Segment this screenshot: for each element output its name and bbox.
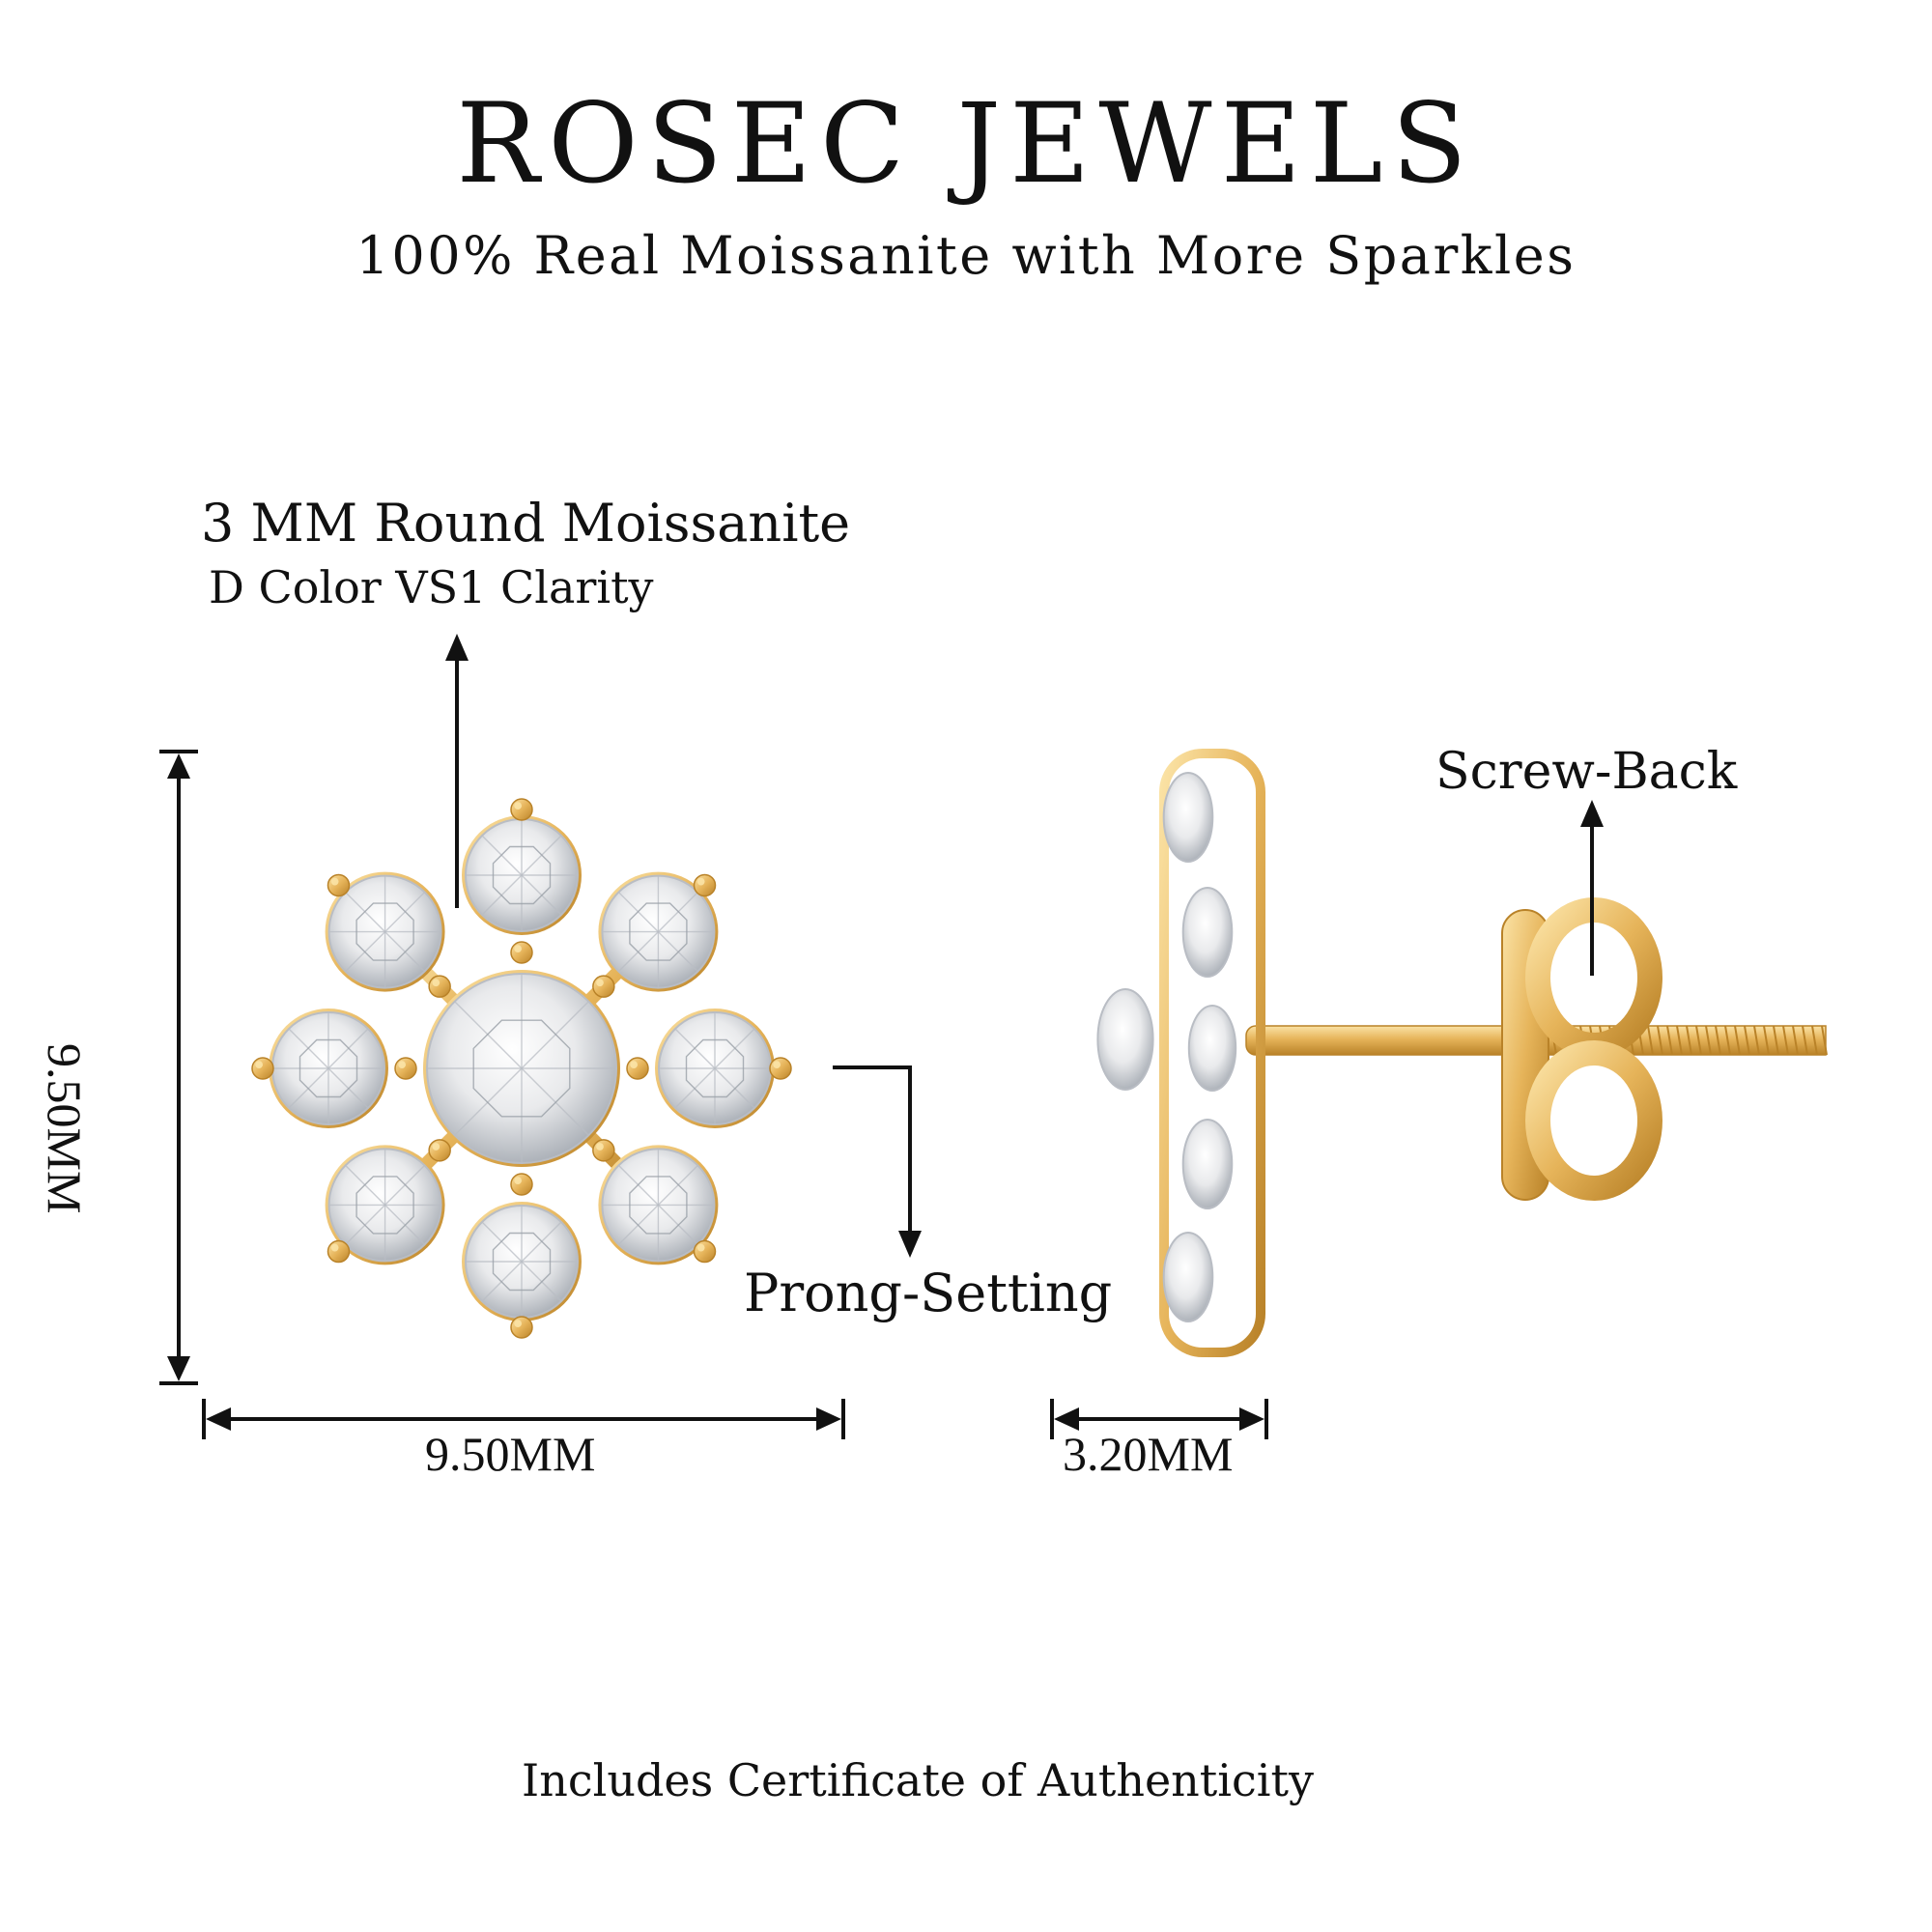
thread-line — [1666, 1025, 1673, 1056]
stone-grade-label: D Color VS1 Clarity — [209, 561, 654, 613]
thread-line — [1821, 1025, 1828, 1056]
prong-bead — [327, 873, 351, 897]
side-gem — [1162, 772, 1214, 863]
prong-highlight — [696, 1243, 705, 1252]
stone-size-label: 3 MM Round Moissanite — [201, 493, 851, 554]
thread-line — [1657, 1025, 1663, 1056]
prong-bead — [251, 1057, 274, 1080]
prong-highlight — [773, 1061, 781, 1068]
side-gem — [1181, 887, 1234, 978]
gem-table — [629, 1176, 688, 1235]
prong-highlight — [630, 1061, 639, 1068]
prong-bead — [626, 1057, 649, 1080]
prong-bead — [592, 1139, 615, 1162]
earring-post — [1245, 1025, 1537, 1056]
depth-dimension-label: 3.20MM — [1063, 1427, 1234, 1481]
thread-line — [1753, 1025, 1760, 1056]
prong-bead — [428, 975, 451, 998]
prong-bead — [769, 1057, 792, 1080]
thread-line — [1744, 1025, 1750, 1056]
tagline: 100% Real Moissanite with More Sparkles — [355, 225, 1577, 286]
prong-highlight — [514, 1320, 523, 1327]
gem-table — [472, 1019, 571, 1118]
side-gem — [1187, 1005, 1237, 1092]
prong-highlight — [330, 1243, 339, 1252]
thread-line — [1715, 1025, 1721, 1056]
prong-highlight — [398, 1061, 406, 1068]
thread-line — [1802, 1025, 1808, 1056]
arrow-down-icon — [898, 1231, 922, 1258]
brand-title: ROSEC JEWELS — [456, 79, 1476, 208]
screw-back-label: Screw-Back — [1435, 743, 1738, 801]
thread-line — [1705, 1025, 1712, 1056]
prong-highlight — [696, 877, 705, 886]
gem-facet — [521, 1001, 589, 1069]
prong-bead — [428, 1139, 451, 1162]
prong-highlight — [432, 979, 440, 987]
gem-table — [355, 902, 414, 961]
prong-bead — [394, 1057, 417, 1080]
screw-back-loop — [1525, 1040, 1662, 1201]
certificate-note: Includes Certificate of Authenticity — [522, 1754, 1314, 1806]
gem-table — [629, 902, 688, 961]
prong-highlight — [432, 1143, 440, 1151]
gem-facet — [454, 1067, 523, 1136]
dimension-arrow-icon — [816, 1407, 841, 1431]
dimension-arrow-icon — [167, 1356, 190, 1381]
gem-table — [492, 1232, 552, 1292]
thread-line — [1763, 1025, 1770, 1056]
thread-line — [1792, 1025, 1799, 1056]
thread-line — [1724, 1025, 1731, 1056]
prong-highlight — [514, 1177, 523, 1184]
prong-highlight — [514, 802, 523, 810]
prong-bead — [510, 1173, 533, 1196]
prong-highlight — [255, 1061, 263, 1068]
side-gem — [1162, 1232, 1214, 1322]
thread-line — [1676, 1025, 1683, 1056]
gem-table — [492, 845, 552, 905]
gem-facet — [521, 1067, 589, 1136]
side-gem — [1096, 988, 1154, 1091]
prong-highlight — [514, 945, 523, 953]
prong-highlight — [596, 979, 604, 987]
thread-line — [1782, 1025, 1789, 1056]
side-gem — [1181, 1119, 1234, 1209]
prong-bead — [592, 975, 615, 998]
prong-bead — [510, 1316, 533, 1339]
gem-table — [298, 1038, 358, 1098]
arrow-up-icon — [445, 634, 469, 661]
dimension-arrow-icon — [167, 753, 190, 779]
prong-setting-label: Prong-Setting — [744, 1263, 1113, 1323]
thread-line — [1811, 1025, 1818, 1056]
prong-bead — [510, 798, 533, 821]
earring-side-view — [1096, 749, 1828, 1357]
prong-highlight — [330, 877, 339, 886]
thread-line — [1734, 1025, 1741, 1056]
arrow-up-icon — [1580, 800, 1604, 827]
thread-line — [1647, 1025, 1654, 1056]
prong-bead — [510, 941, 533, 964]
gem-table — [685, 1038, 745, 1098]
prong-pointer-line — [833, 1065, 912, 1235]
earring-front-view — [251, 798, 792, 1339]
thread-line — [1686, 1025, 1692, 1056]
dimension-arrow-icon — [206, 1407, 231, 1431]
gem-facet — [454, 1001, 523, 1069]
prong-bead — [693, 1239, 717, 1264]
dimension-lines — [159, 634, 1604, 1439]
width-dimension-label: 9.50MM — [425, 1427, 596, 1481]
prong-bead — [693, 873, 717, 897]
prong-highlight — [596, 1143, 604, 1151]
thread-line — [1695, 1025, 1702, 1056]
thread-line — [1773, 1025, 1779, 1056]
dimension-arrow-icon — [1239, 1407, 1264, 1431]
prong-bead — [327, 1239, 351, 1264]
gem-table — [355, 1176, 414, 1235]
dimension-arrow-icon — [1054, 1407, 1079, 1431]
